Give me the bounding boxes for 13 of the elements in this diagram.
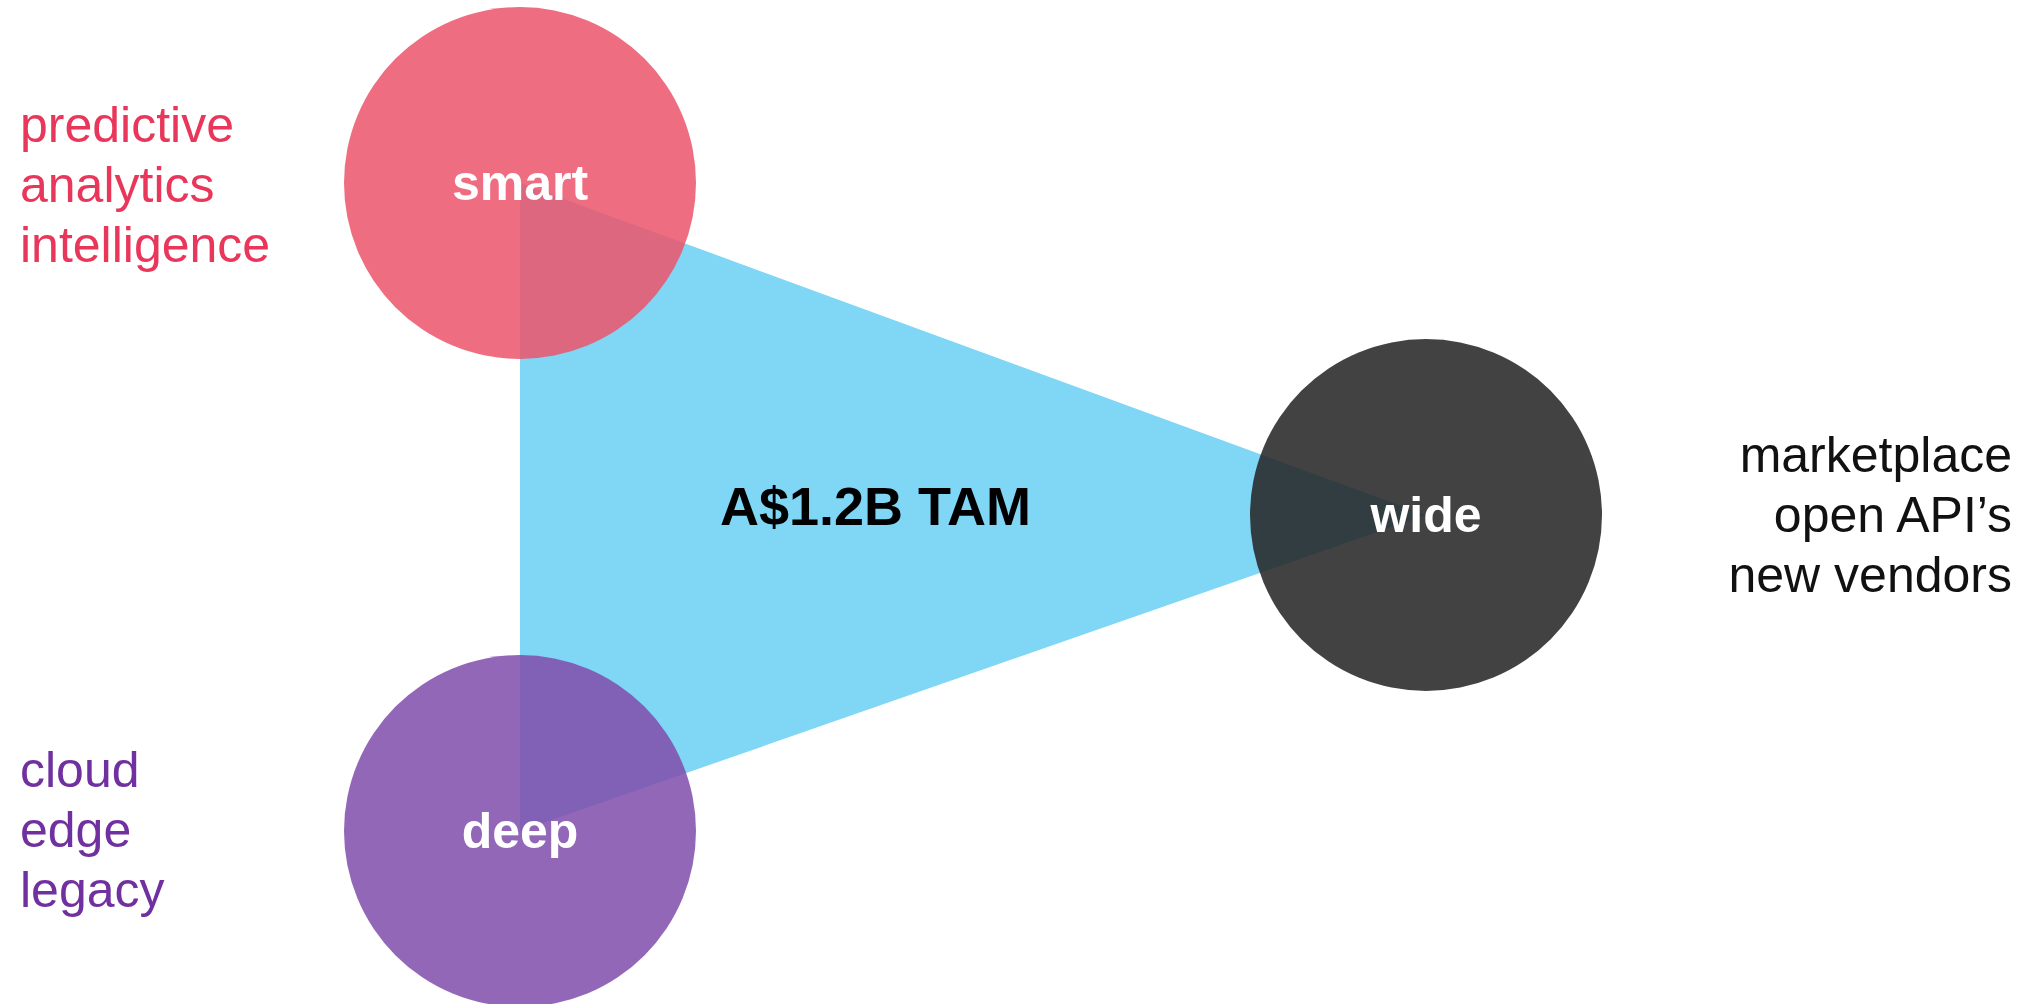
side-label: open API’s xyxy=(1773,486,2012,545)
side-label: marketplace xyxy=(1739,426,2012,485)
circle-label: smart xyxy=(451,154,589,212)
circle-label: wide xyxy=(1370,486,1482,544)
side-label: new vendors xyxy=(1728,546,2012,605)
side-label: analytics xyxy=(20,156,215,215)
side-label: edge xyxy=(20,801,132,860)
side-label: legacy xyxy=(20,861,165,920)
side-label: predictive xyxy=(20,96,234,155)
market-size-label: A$1.2B TAM xyxy=(720,475,1032,537)
side-label: cloud xyxy=(20,741,140,800)
circle-label: deep xyxy=(461,802,579,860)
side-label: intelligence xyxy=(20,216,271,275)
